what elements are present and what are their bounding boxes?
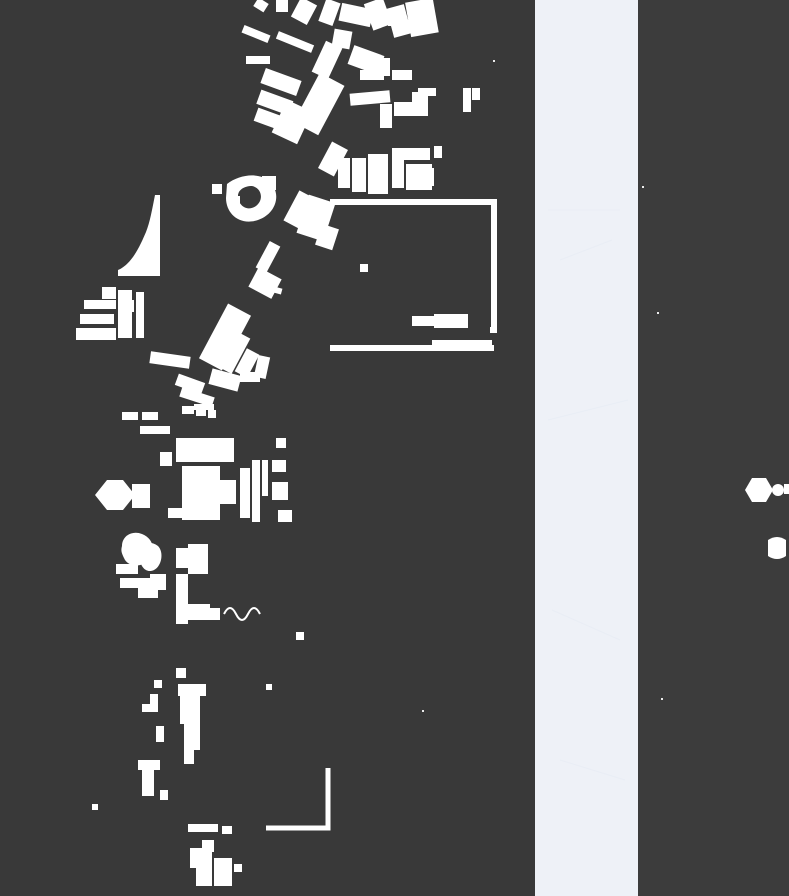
wavy-path-feature bbox=[223, 607, 261, 621]
bottom-right-l-block bbox=[266, 768, 331, 831]
triangle-block-left bbox=[76, 195, 160, 340]
mid-left-clusters bbox=[122, 406, 292, 522]
white-paper-strip bbox=[535, 0, 638, 896]
large-courtyard-block bbox=[330, 199, 497, 351]
hexagon-courtyard-building bbox=[95, 480, 150, 510]
courtyard-details bbox=[360, 264, 492, 348]
twin-round-buildings bbox=[116, 532, 220, 624]
dark-map-background bbox=[0, 0, 535, 896]
bottom-complex bbox=[190, 840, 242, 886]
lower-scattered-buildings bbox=[92, 632, 304, 834]
central-diagonal-corridor bbox=[149, 0, 480, 410]
right-dark-panel bbox=[638, 0, 789, 896]
paper-strip-texture bbox=[547, 209, 629, 781]
right-panel-fragments bbox=[745, 478, 789, 559]
top-left-compound bbox=[212, 175, 277, 222]
noise-specks bbox=[422, 60, 663, 712]
